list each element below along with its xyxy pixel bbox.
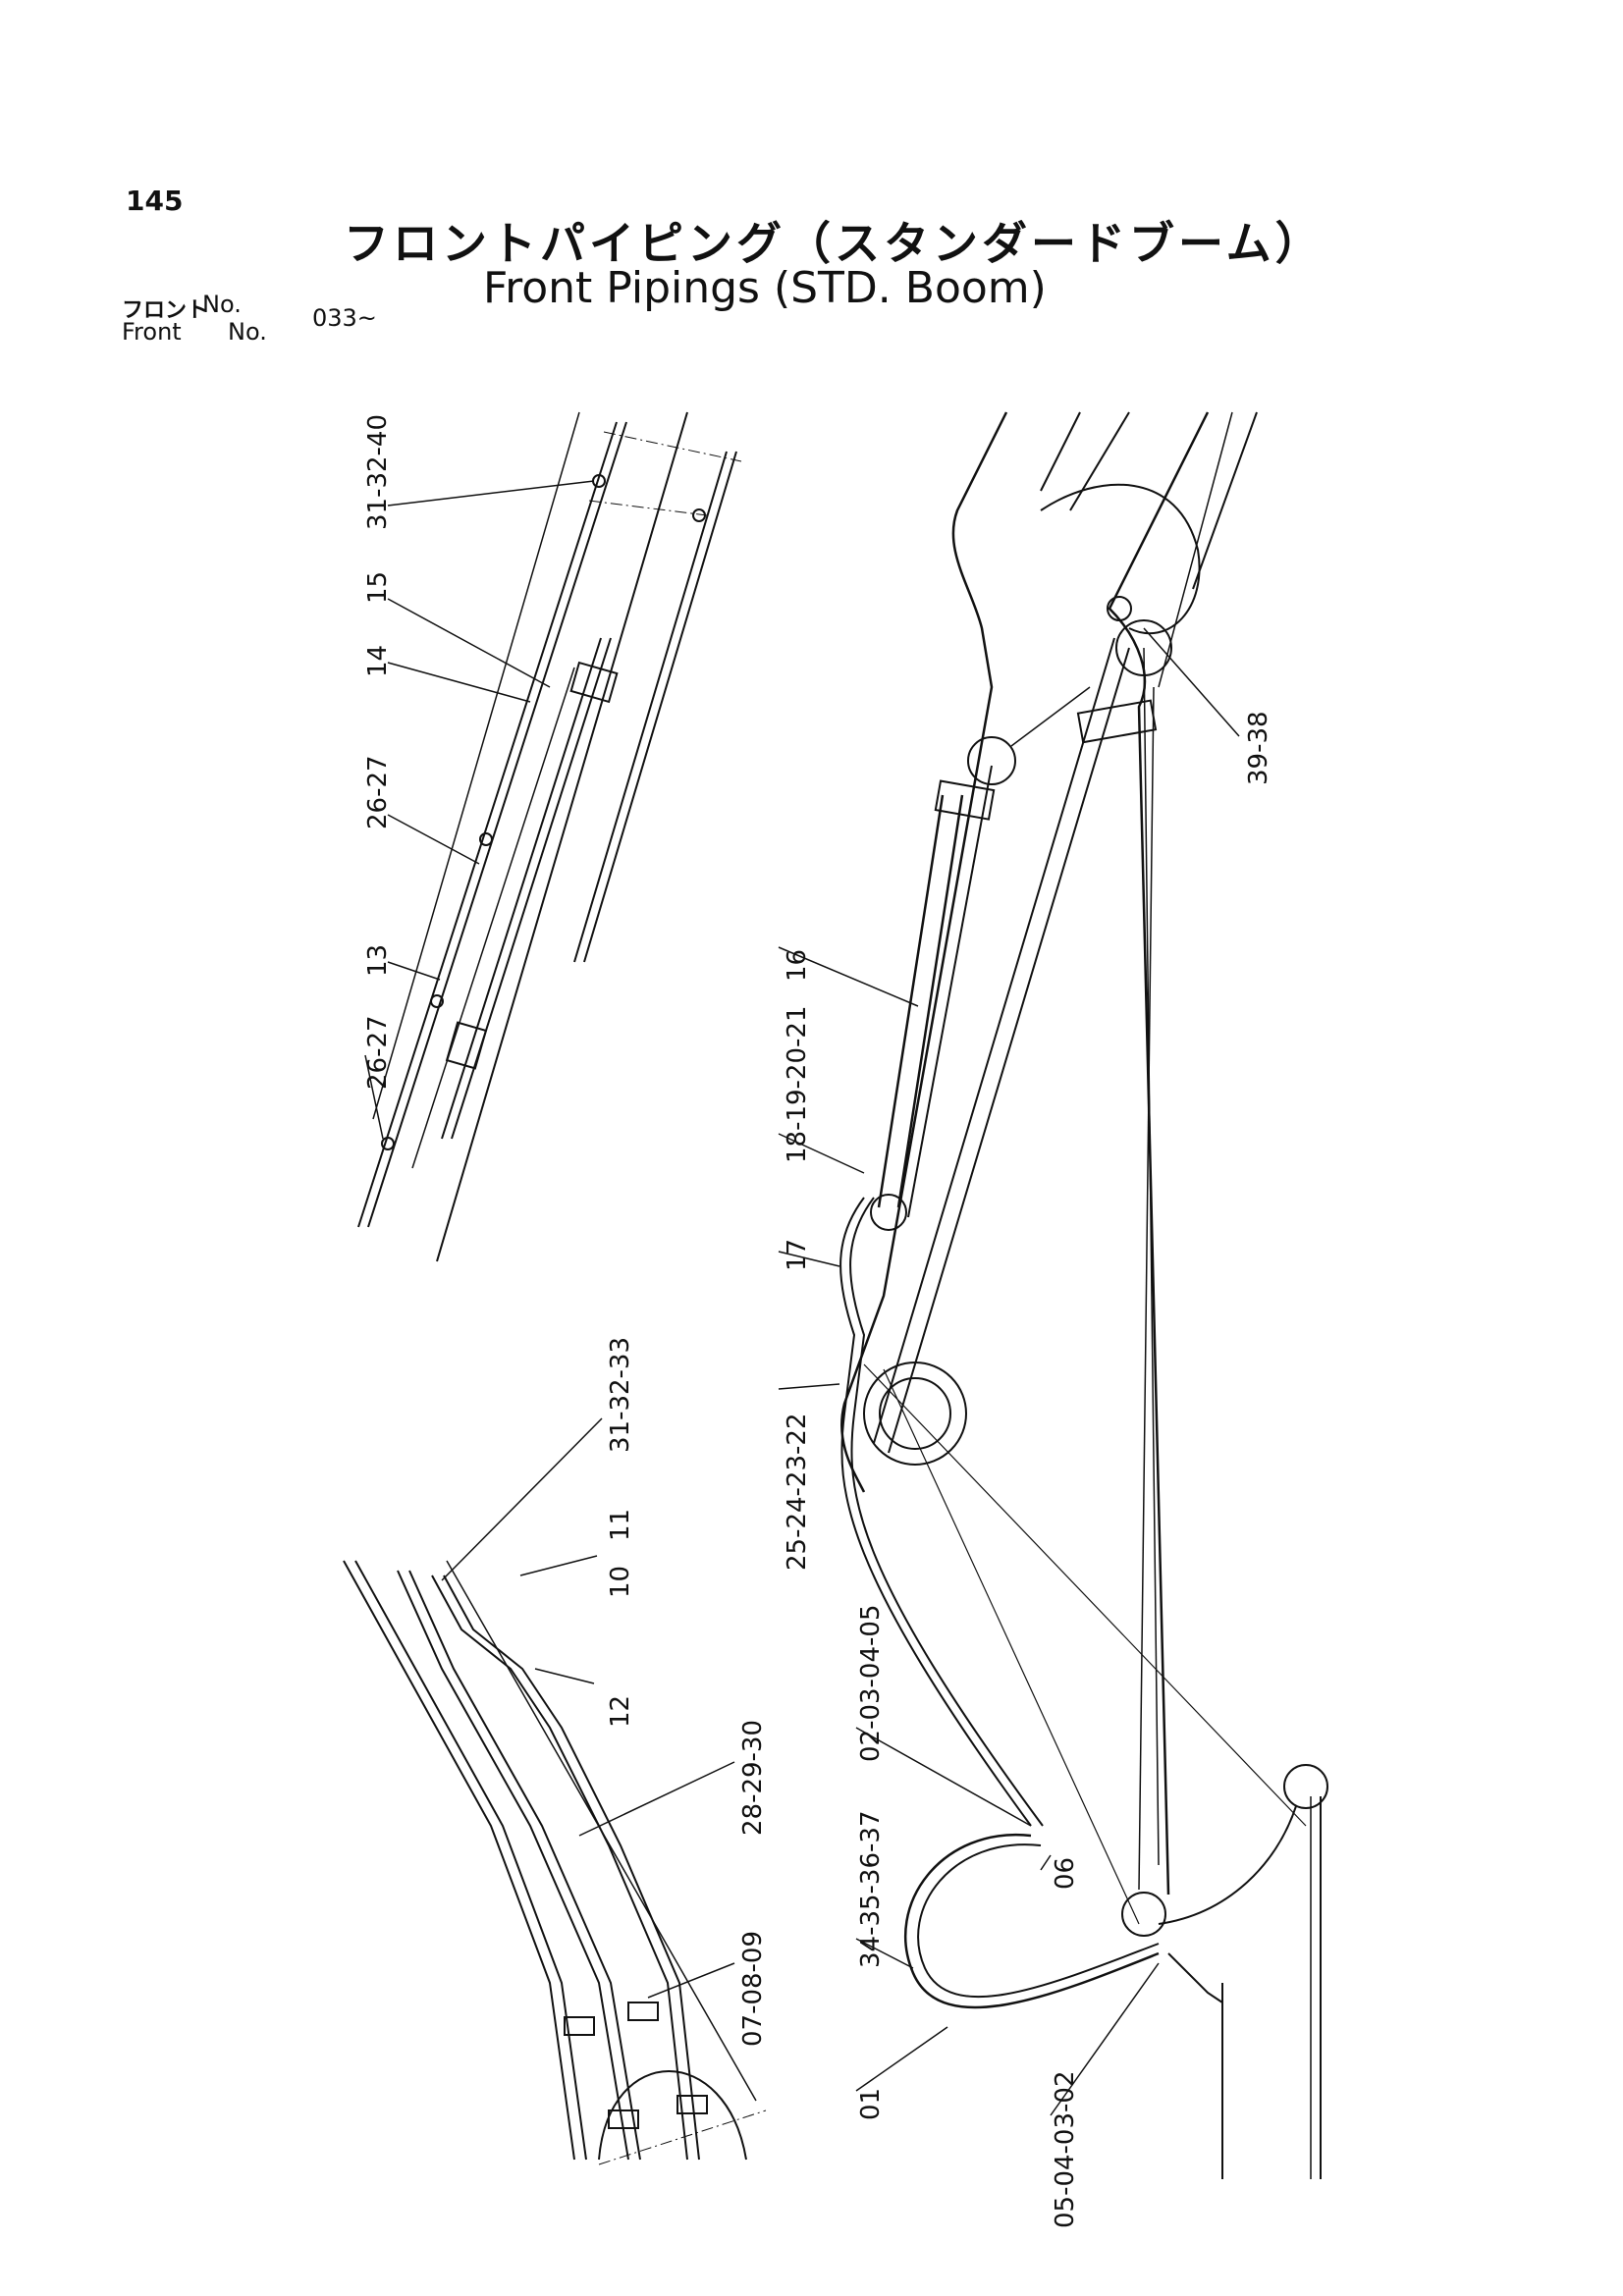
- callout-lower-07-08-09: 07-08-09: [738, 1931, 768, 2047]
- callout-lower-10: 10: [606, 1566, 635, 1598]
- callout-main-34-35-36-37: 34-35-36-37: [856, 1811, 886, 1968]
- callout-lower-31-32-33: 31-32-33: [606, 1337, 635, 1453]
- callout-main-01: 01: [856, 2088, 886, 2120]
- callout-main-05-04-03-02: 05-04-03-02: [1051, 2071, 1080, 2228]
- callout-labels: 31-32-40 15 14 26-27 13 26-27 31-32-33 1…: [363, 414, 1273, 2228]
- callout-main-06: 06: [1051, 1857, 1080, 1890]
- callout-upper-31-32-40: 31-32-40: [363, 414, 393, 530]
- front-no-label-1: No.: [202, 291, 242, 318]
- lower-left-detail: [343, 1417, 767, 2165]
- front-label-english: Front: [122, 318, 182, 346]
- callout-main-39-38: 39-38: [1244, 711, 1273, 785]
- title-english: Front Pipings (STD. Boom): [483, 263, 1047, 313]
- callout-upper-13: 13: [363, 944, 393, 977]
- main-boom-view: [778, 411, 1328, 2179]
- callout-lower-28-29-30: 28-29-30: [738, 1720, 768, 1836]
- callout-lower-12: 12: [606, 1695, 635, 1728]
- callout-upper-14: 14: [363, 645, 393, 677]
- page-number: 145: [126, 185, 184, 217]
- title-japanese: フロントパイピング（スタンダードブーム）: [344, 217, 1325, 270]
- front-number-range: 033~: [312, 304, 377, 332]
- callout-main-17: 17: [783, 1239, 812, 1271]
- front-no-label-2: No.: [228, 318, 267, 346]
- callout-main-16: 16: [783, 949, 812, 982]
- callout-lower-11: 11: [606, 1509, 635, 1541]
- callout-upper-15: 15: [363, 571, 393, 604]
- upper-left-detail: [357, 411, 742, 1262]
- callout-main-02-03-04-05: 02-03-04-05: [856, 1605, 886, 1762]
- front-label-japanese: フロント: [122, 298, 209, 323]
- callout-main-25-24-23-22: 25-24-23-22: [783, 1414, 812, 1571]
- callout-upper-26-27-b: 26-27: [363, 1015, 393, 1090]
- callout-upper-26-27-a: 26-27: [363, 755, 393, 829]
- callout-main-18-19-20-21: 18-19-20-21: [783, 1006, 812, 1163]
